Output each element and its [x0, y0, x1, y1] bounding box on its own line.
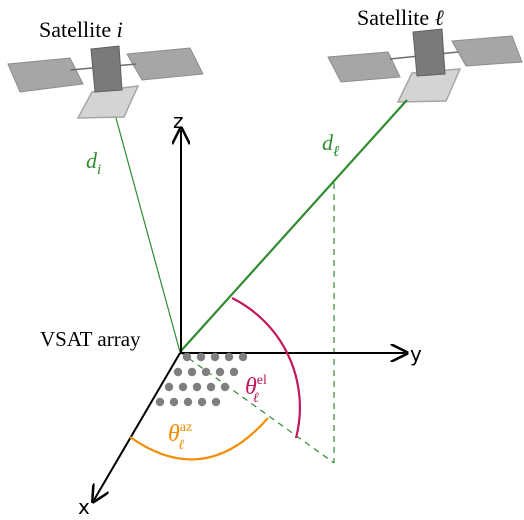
y-axis-label: y [410, 342, 422, 366]
array-antenna-element [197, 397, 207, 407]
satellite-i-icon [7, 45, 204, 119]
satellite-l-right-panel [451, 35, 523, 67]
link-to-satellite-i [115, 117, 181, 353]
array-antenna-element [220, 382, 230, 392]
array-antenna-element [192, 382, 202, 392]
projection-ground-dashed [179, 351, 335, 464]
array-antenna-element [173, 367, 183, 377]
satellite-l-icon [327, 28, 523, 103]
satellite-i-left-panel [7, 57, 84, 93]
array-antenna-element [201, 367, 211, 377]
vsat-array-label: VSAT array [40, 327, 141, 351]
array-antenna-element [178, 382, 188, 392]
satellite-l-body [412, 28, 446, 77]
x-axis-label: x [78, 495, 90, 519]
elevation-angle-arc [231, 297, 301, 439]
array-antenna-element [169, 397, 179, 407]
array-antenna-element [224, 352, 234, 362]
satellite-i-label: Satellite i [39, 17, 123, 42]
array-antenna-element [211, 397, 221, 407]
z-axis-label: z [173, 109, 184, 133]
satellite-i-right-panel [126, 47, 204, 81]
link-to-satellite-l [179, 99, 408, 353]
azimuth-angle-arc [129, 417, 269, 461]
array-antenna-element [206, 382, 216, 392]
x-axis [94, 352, 181, 500]
array-antenna-element [210, 352, 220, 362]
array-antenna-element [183, 397, 193, 407]
distance-d-l-label: dℓ [322, 130, 339, 160]
array-antenna-element [155, 397, 165, 407]
satellite-i-body [90, 45, 123, 93]
array-antenna-element [187, 367, 197, 377]
array-antenna-element [238, 352, 248, 362]
array-antenna-element [164, 382, 174, 392]
array-antenna-element [182, 352, 192, 362]
satellite-l-left-panel [327, 51, 401, 83]
satellite-l-label: Satellite ℓ [357, 5, 445, 30]
satellite-i-dish [76, 85, 140, 119]
distance-d-i-label: di [86, 148, 101, 178]
array-antenna-element [196, 352, 206, 362]
array-antenna-element [229, 367, 239, 377]
vsat-array-dots [155, 352, 248, 407]
array-antenna-element [215, 367, 225, 377]
